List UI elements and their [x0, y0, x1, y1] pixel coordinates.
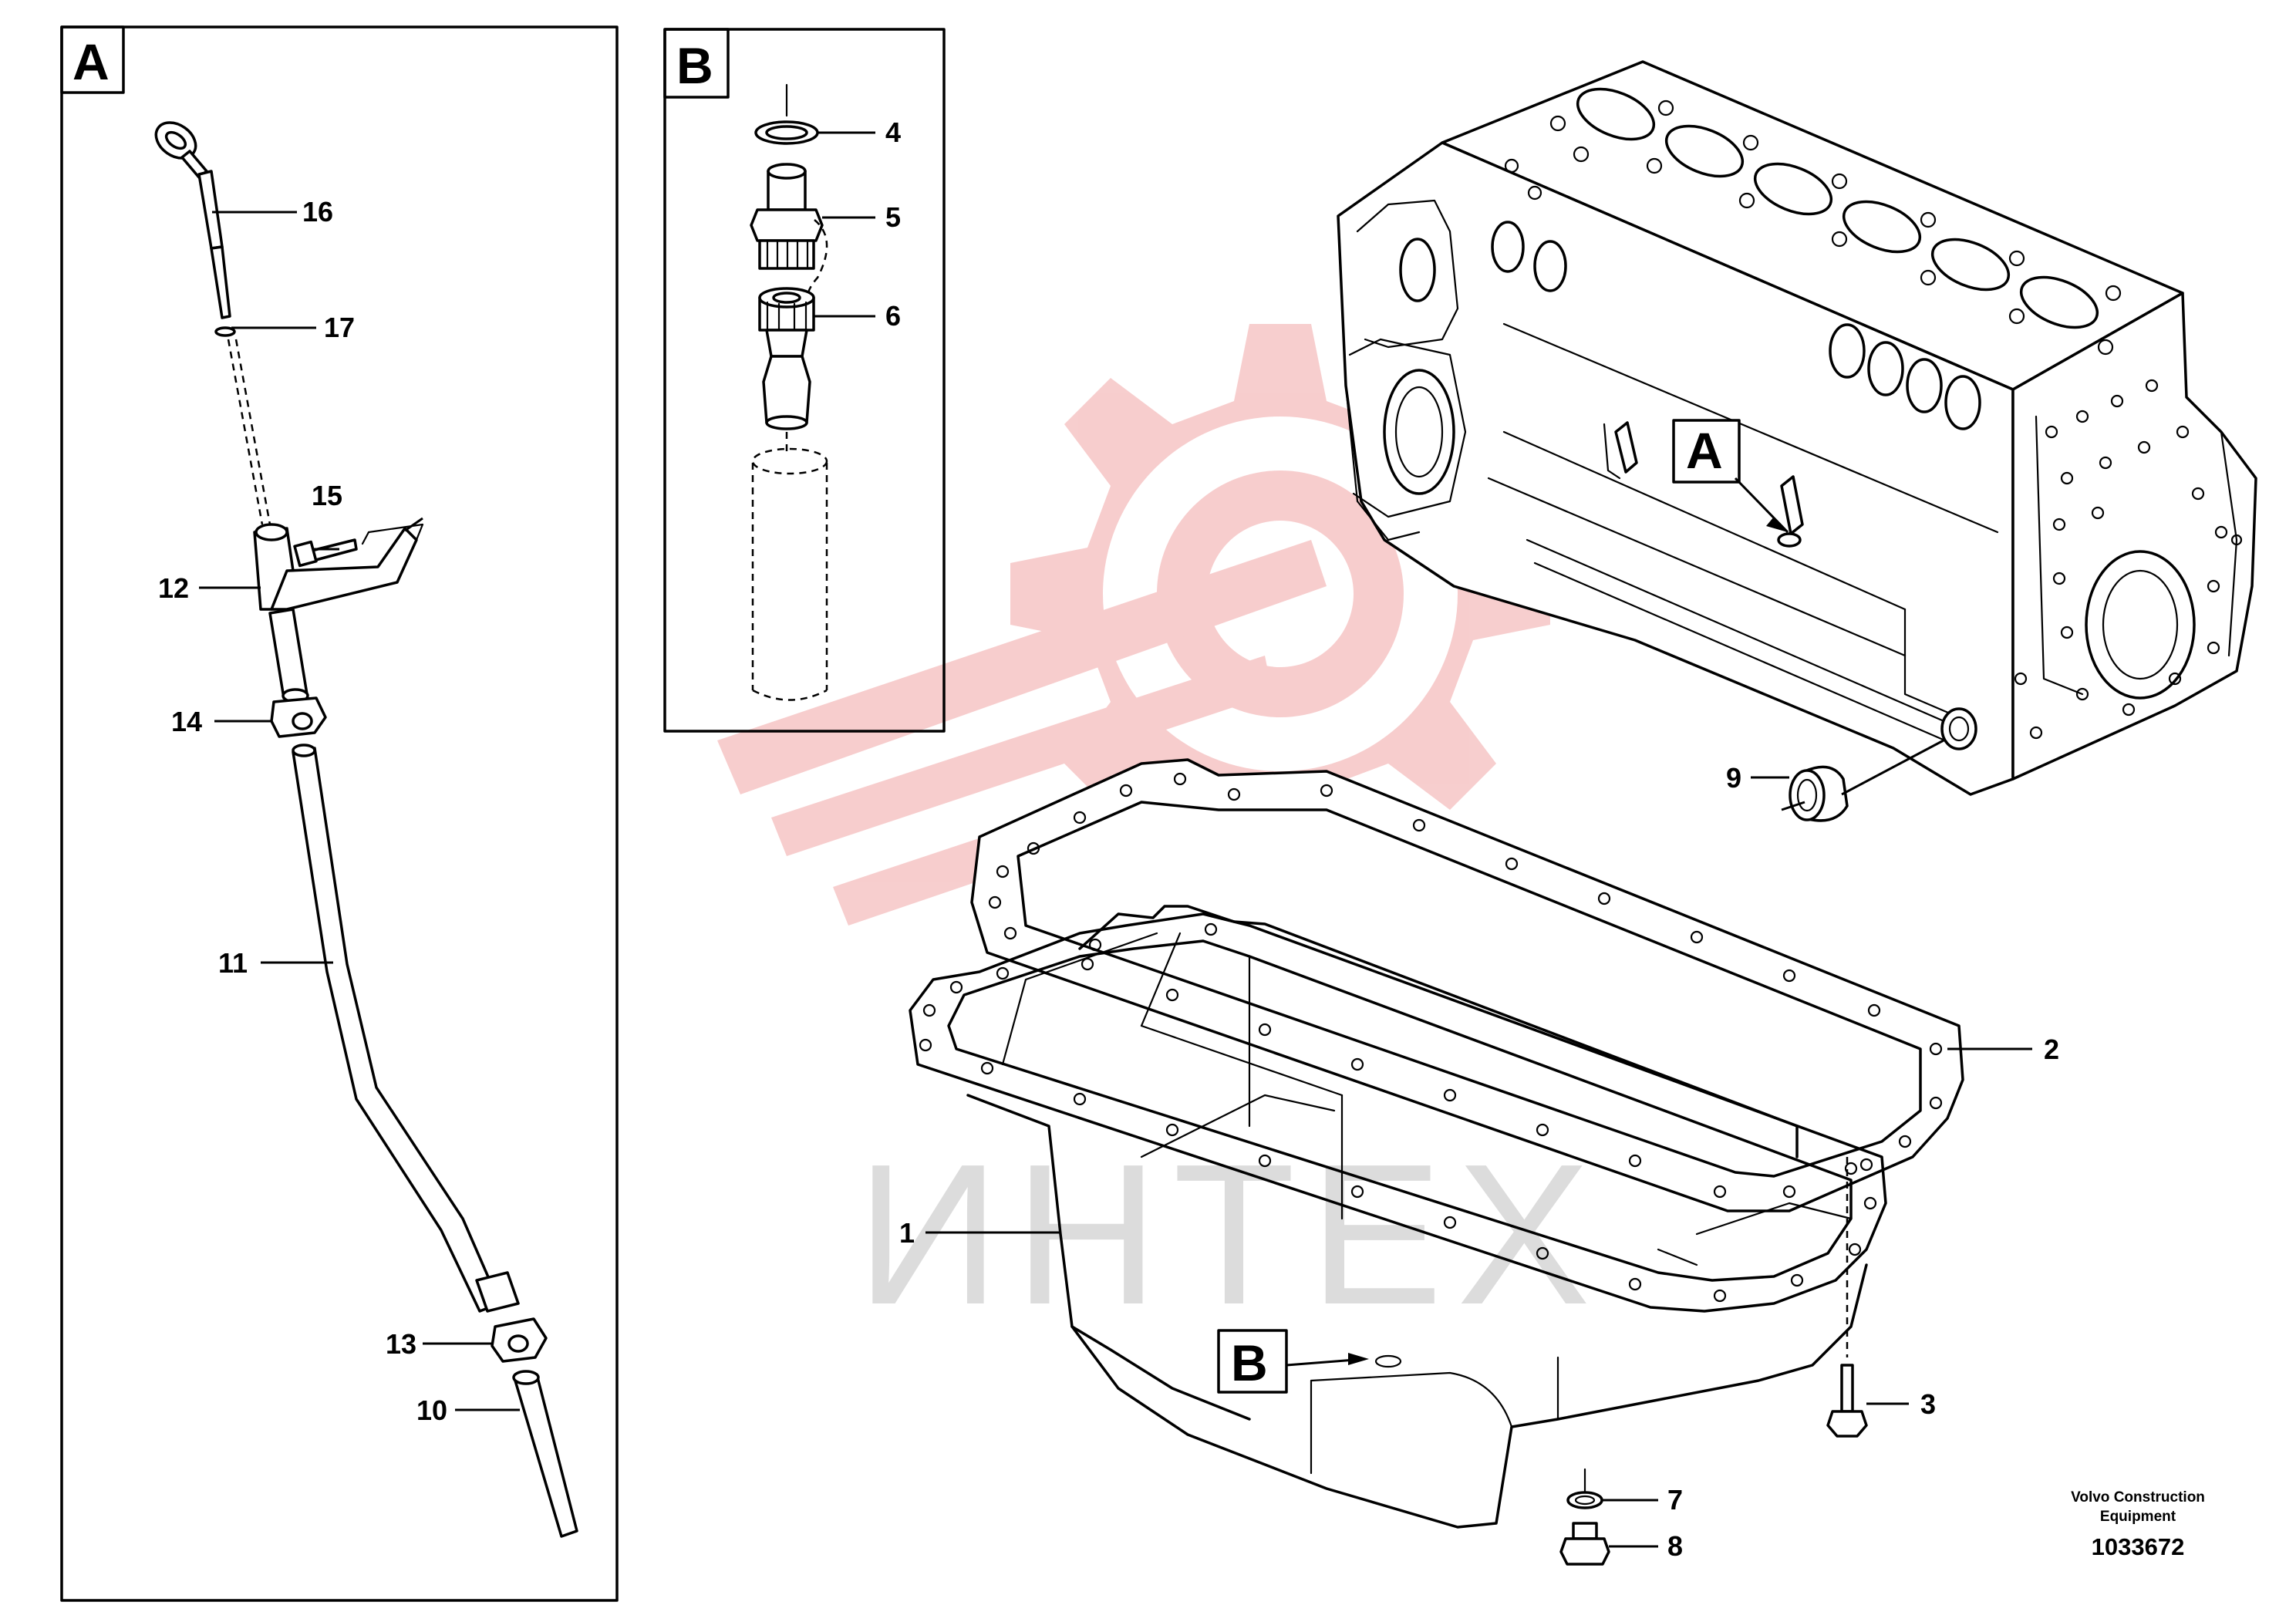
right-face-holes [2014, 379, 2243, 740]
bracket-12 [253, 517, 424, 611]
detail-b-label: B [676, 37, 713, 94]
clamp-13 [491, 1317, 548, 1363]
callout-11: 11 [218, 947, 248, 979]
engine-block: A [1337, 60, 2257, 796]
drain-hose [751, 447, 828, 701]
guide-tube-11 [292, 747, 501, 1313]
callout-14: 14 [171, 706, 202, 737]
pan-marker-b: B [1231, 1334, 1268, 1391]
callout-2: 2 [2044, 1034, 2059, 1065]
callout-10: 10 [416, 1394, 447, 1426]
gasket-2: 2 [970, 758, 2059, 1212]
tube-10 [514, 1373, 578, 1538]
watermark-text: ИНТЕХ [856, 1123, 1604, 1347]
clamp-14 [270, 696, 327, 738]
callout-7: 7 [1667, 1484, 1683, 1516]
hose-nipple-6 [758, 287, 815, 430]
o-ring-17 [214, 326, 236, 337]
callout-1: 1 [899, 1217, 915, 1249]
company-line-1: Volvo Construction [2071, 1489, 2205, 1506]
callout-4: 4 [885, 116, 901, 148]
footer: Volvo Construction Equipment 1033672 [2071, 1489, 2205, 1560]
callout-12: 12 [158, 572, 189, 604]
tube-sleeve [475, 1271, 520, 1313]
drain-seal-7: 7 [1566, 1468, 1683, 1516]
callout-13: 13 [386, 1328, 416, 1360]
tube-upper [268, 608, 308, 700]
callout-17: 17 [324, 312, 355, 343]
engine-marker-a: A [1686, 422, 1723, 479]
document-number: 1033672 [2092, 1533, 2185, 1560]
callout-8: 8 [1667, 1530, 1683, 1562]
dipstick-handle [154, 121, 208, 179]
screw-15 [293, 538, 358, 568]
callout-9: 9 [1726, 762, 1741, 794]
seal-9: 9 [1726, 739, 1944, 822]
detail-a-label: A [72, 33, 110, 90]
company-line-2: Equipment [2100, 1509, 2176, 1525]
callout-3: 3 [1920, 1388, 1936, 1420]
cylinder-bores [1576, 87, 2099, 329]
callout-6: 6 [885, 300, 901, 332]
detail-panel-a: A [60, 25, 619, 1602]
detail-panel-b: B [663, 28, 946, 733]
gasket-holes [988, 772, 1943, 1199]
callout-16: 16 [302, 196, 333, 228]
deck-holes [1504, 99, 2122, 356]
callout-5: 5 [885, 201, 901, 233]
pan-flange-holes [919, 922, 1877, 1303]
dipstick-shaft [197, 170, 224, 250]
screw-3: 3 [1826, 1157, 1936, 1438]
callout-15: 15 [312, 480, 342, 511]
drain-valve-5 [750, 163, 828, 302]
drain-plug-8: 8 [1559, 1522, 1683, 1566]
oil-pan-1: B 1 [899, 912, 1887, 1529]
